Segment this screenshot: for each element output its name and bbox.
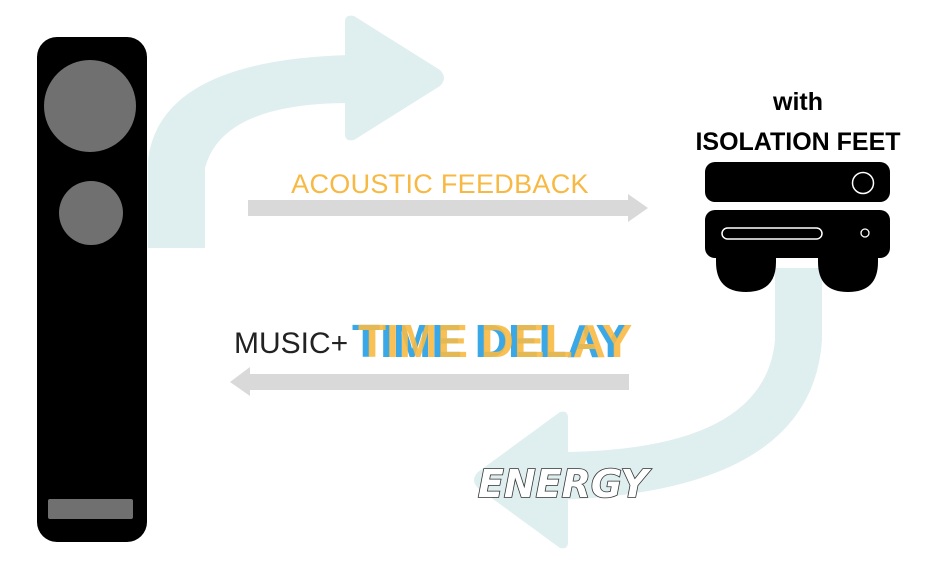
amp-bottom-unit (705, 210, 890, 258)
amplifier-stack (705, 162, 890, 292)
amp-top-unit (705, 162, 890, 202)
return-straight-arrow (230, 367, 629, 396)
time-delay-label-blue: TIME DELAY (352, 315, 626, 367)
feedback-label: ACOUSTIC FEEDBACK (291, 169, 589, 199)
upper-curved-arrow-shaft (148, 55, 350, 248)
amp-disc-slot (721, 227, 823, 240)
heading-with: with (772, 88, 823, 116)
upper-curved-arrow-head (345, 15, 444, 141)
time-delay-label-orange: TIME DELAY (358, 315, 632, 367)
isolation-foot-left (716, 250, 776, 292)
speaker-woofer (44, 60, 136, 152)
speaker-port (48, 499, 133, 519)
amp-top-knob (851, 171, 875, 195)
lower-curved-arrow-shaft (555, 268, 822, 500)
lower-curved-arrow (474, 268, 822, 549)
speaker-cabinet (37, 37, 147, 542)
lower-curved-arrow-head (474, 411, 568, 549)
heading-isolation-feet: ISOLATION FEET (695, 128, 900, 156)
feedback-straight-arrow (248, 194, 648, 222)
upper-curved-arrow (148, 15, 444, 248)
speaker-tweeter (59, 181, 123, 245)
amp-power-button (860, 228, 870, 238)
music-label: MUSIC+ (234, 327, 348, 360)
isolation-foot-right (818, 250, 878, 292)
speaker-tower (37, 37, 147, 542)
energy-label: ENERGY (478, 462, 652, 506)
